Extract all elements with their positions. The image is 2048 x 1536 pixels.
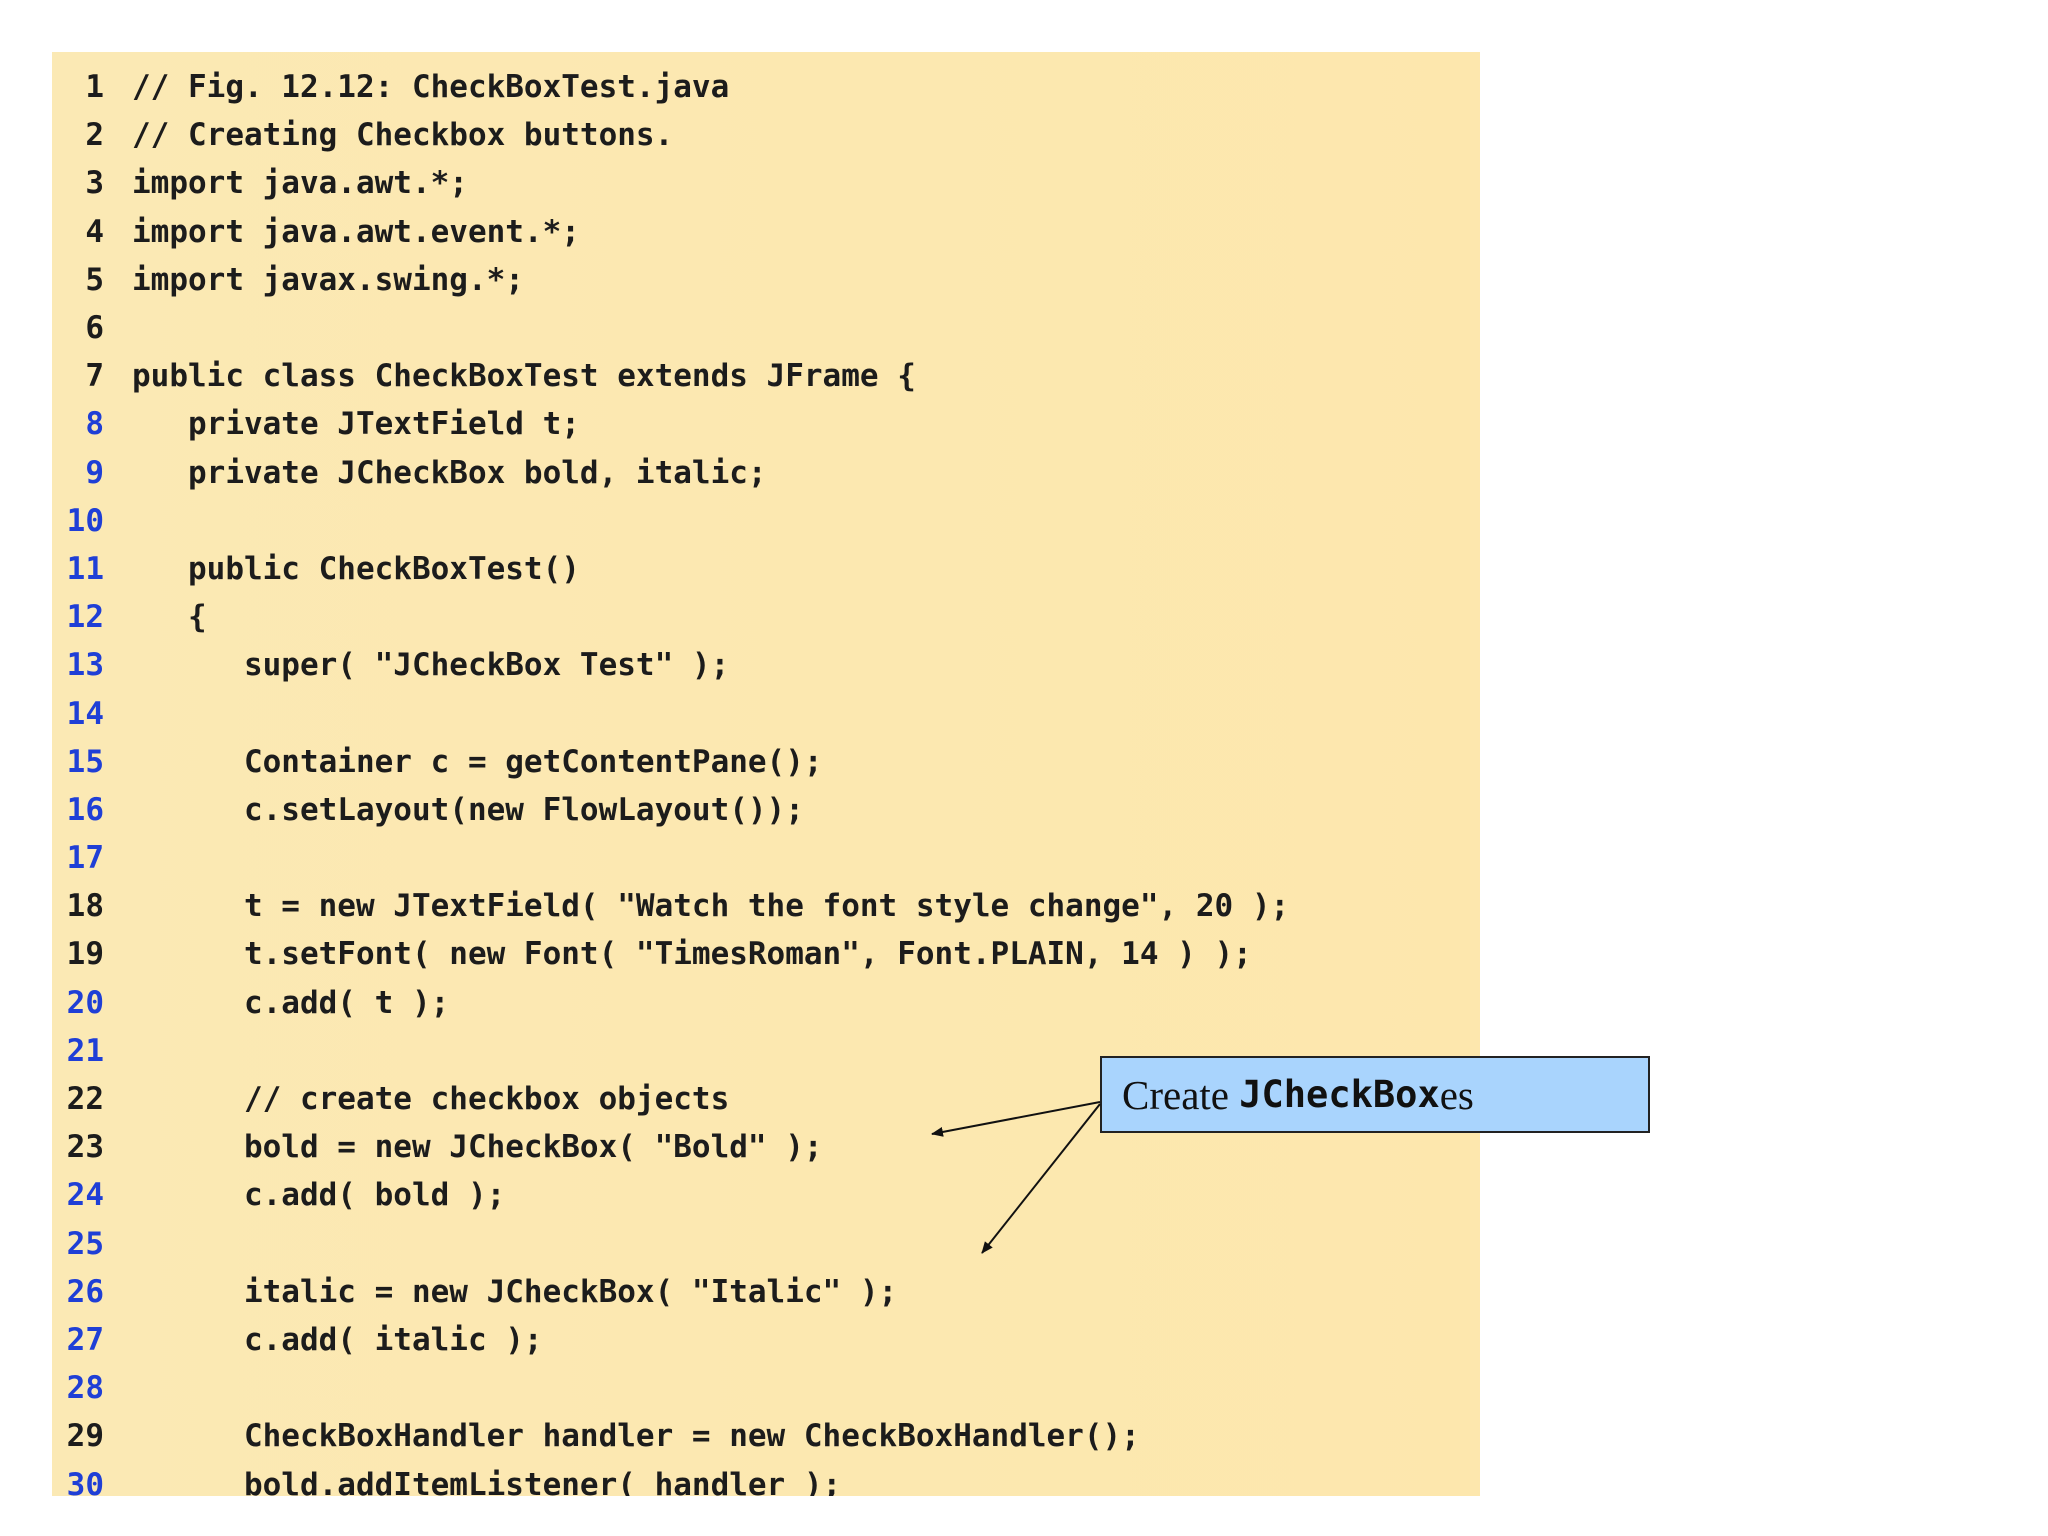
code-line: 12 { (52, 593, 1289, 641)
code-text: bold = new JCheckBox( "Bold" ); (132, 1129, 823, 1166)
code-text: // Creating Checkbox buttons. (132, 117, 674, 154)
line-number: 11 (66, 550, 104, 587)
code-line: 27 c.add( italic ); (52, 1316, 1289, 1364)
code-text: Container c = getContentPane(); (132, 743, 823, 780)
code-text: CheckBoxHandler handler = new CheckBoxHa… (132, 1418, 1140, 1455)
code-line: 26 italic = new JCheckBox( "Italic" ); (52, 1268, 1289, 1316)
line-number: 18 (66, 888, 104, 925)
line-number: 12 (66, 599, 104, 636)
line-number: 3 (85, 165, 104, 202)
code-text: c.add( bold ); (132, 1177, 506, 1214)
code-text: private JTextField t; (132, 406, 580, 443)
code-text: italic = new JCheckBox( "Italic" ); (132, 1273, 898, 1310)
line-number: 26 (66, 1273, 104, 1310)
line-number: 24 (66, 1177, 104, 1214)
line-number: 16 (66, 791, 104, 828)
line-number: 17 (66, 840, 104, 877)
line-number: 6 (85, 310, 104, 347)
code-text: c.add( italic ); (132, 1321, 543, 1358)
code-line: 18 t = new JTextField( "Watch the font s… (52, 882, 1289, 930)
line-number: 2 (85, 117, 104, 154)
code-text: import javax.swing.*; (132, 261, 524, 298)
code-line: 7 public class CheckBoxTest extends JFram… (52, 352, 1289, 400)
line-number: 5 (85, 261, 104, 298)
line-number: 25 (66, 1225, 104, 1262)
callout-suffix: es (1439, 1071, 1474, 1118)
code-line: 28 (52, 1364, 1289, 1412)
code-text: t.setFont( new Font( "TimesRoman", Font.… (132, 936, 1252, 973)
code-listing-panel: 1 // Fig. 12.12: CheckBoxTest.java 2 // Cre… (52, 52, 1480, 1496)
line-number: 13 (66, 647, 104, 684)
line-number: 22 (66, 1081, 104, 1118)
line-number: 30 (66, 1466, 104, 1496)
code-line: 4 import java.awt.event.*; (52, 208, 1289, 256)
callout-prefix: Create (1122, 1071, 1240, 1118)
code-line: 3 import java.awt.*; (52, 159, 1289, 207)
line-number: 21 (66, 1032, 104, 1069)
code-line: 22 // create checkbox objects (52, 1075, 1289, 1123)
line-number: 29 (66, 1418, 104, 1455)
code-line: 14 (52, 689, 1289, 737)
code-line: 11 public CheckBoxTest() (52, 545, 1289, 593)
code-line: 5 import javax.swing.*; (52, 256, 1289, 304)
code-line: 10 (52, 497, 1289, 545)
code-text: super( "JCheckBox Test" ); (132, 647, 730, 684)
code-text: // Fig. 12.12: CheckBoxTest.java (132, 69, 730, 106)
code-line: 21 (52, 1027, 1289, 1075)
line-number: 10 (66, 502, 104, 539)
line-number: 9 (85, 454, 104, 491)
line-number: 7 (85, 358, 104, 395)
line-number: 14 (66, 695, 104, 732)
code-text: c.setLayout(new FlowLayout()); (132, 791, 804, 828)
code-text: bold.addItemListener( handler ); (132, 1466, 842, 1496)
code-line: 15 Container c = getContentPane(); (52, 738, 1289, 786)
code-line: 24 c.add( bold ); (52, 1171, 1289, 1219)
code-line: 23 bold = new JCheckBox( "Bold" ); (52, 1123, 1289, 1171)
code-line: 16 c.setLayout(new FlowLayout()); (52, 786, 1289, 834)
line-number: 23 (66, 1129, 104, 1166)
code-lines: 1 // Fig. 12.12: CheckBoxTest.java 2 // Cre… (52, 63, 1289, 1496)
code-text: t = new JTextField( "Watch the font styl… (132, 888, 1290, 925)
code-line: 13 super( "JCheckBox Test" ); (52, 641, 1289, 689)
callout-code-word: JCheckBox (1239, 1073, 1440, 1116)
code-line: 25 (52, 1220, 1289, 1268)
line-number: 28 (66, 1370, 104, 1407)
code-line: 17 (52, 834, 1289, 882)
code-line: 1 // Fig. 12.12: CheckBoxTest.java (52, 63, 1289, 111)
code-line: 20 c.add( t ); (52, 979, 1289, 1027)
code-line: 2 // Creating Checkbox buttons. (52, 111, 1289, 159)
line-number: 19 (66, 936, 104, 973)
line-number: 1 (85, 69, 104, 106)
line-number: 27 (66, 1321, 104, 1358)
code-text: import java.awt.*; (132, 165, 468, 202)
code-text: private JCheckBox bold, italic; (132, 454, 767, 491)
line-number: 15 (66, 743, 104, 780)
code-text: // create checkbox objects (132, 1081, 730, 1118)
line-number: 4 (85, 213, 104, 250)
code-line: 6 (52, 304, 1289, 352)
line-number: 20 (66, 984, 104, 1021)
code-line: 9 private JCheckBox bold, italic; (52, 449, 1289, 497)
code-line: 8 private JTextField t; (52, 400, 1289, 448)
code-line: 19 t.setFont( new Font( "TimesRoman", Fo… (52, 930, 1289, 978)
code-text: { (132, 599, 207, 636)
code-text: import java.awt.event.*; (132, 213, 580, 250)
code-line: 29 CheckBoxHandler handler = new CheckBo… (52, 1412, 1289, 1460)
code-line: 30 bold.addItemListener( handler ); (52, 1460, 1289, 1496)
code-text: c.add( t ); (132, 984, 450, 1021)
code-text: public class CheckBoxTest extends JFrame… (132, 358, 916, 395)
line-number: 8 (85, 406, 104, 443)
code-text: public CheckBoxTest() (132, 550, 580, 587)
